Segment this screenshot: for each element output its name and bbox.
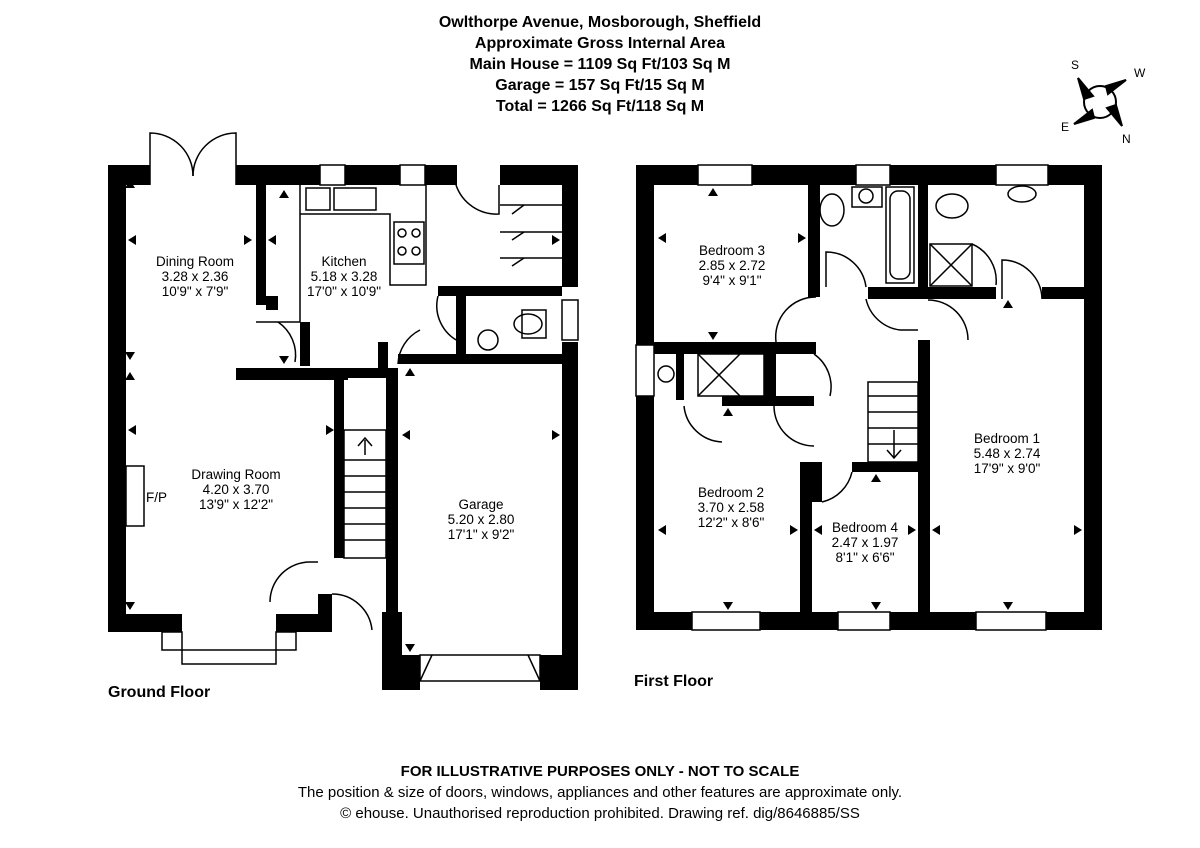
first-floor-details bbox=[657, 185, 1043, 503]
room-metric: 2.47 x 1.97 bbox=[831, 535, 899, 550]
room-imperial: 8'1" x 6'6" bbox=[835, 550, 895, 565]
ground-floor-arrows bbox=[125, 180, 560, 652]
compass-south-label: S bbox=[1071, 58, 1080, 72]
approximation-note: The position & size of doors, windows, a… bbox=[297, 784, 903, 801]
garage-area: Garage = 157 Sq Ft/15 Sq M bbox=[495, 77, 705, 94]
first-floor-arrows bbox=[658, 188, 1082, 610]
room-name: Kitchen bbox=[321, 254, 367, 269]
room-imperial: 17'1" x 9'2" bbox=[447, 527, 515, 542]
copyright-text: © ehouse. Unauthorised reproduction proh… bbox=[340, 805, 860, 822]
room-metric: 2.85 x 2.72 bbox=[698, 258, 766, 273]
room-name: Drawing Room bbox=[191, 467, 281, 482]
room-metric: 5.48 x 2.74 bbox=[973, 446, 1041, 461]
room-metric: 5.18 x 3.28 bbox=[310, 269, 378, 284]
room-bedroom-2: Bedroom 2 3.70 x 2.58 12'2" x 8'6" bbox=[698, 485, 765, 530]
room-imperial: 17'0" x 10'9" bbox=[306, 284, 382, 299]
room-name: Garage bbox=[458, 497, 504, 512]
floorplan-footer: FOR ILLUSTRATIVE PURPOSES ONLY - NOT TO … bbox=[0, 761, 1200, 824]
disclaimer-text: FOR ILLUSTRATIVE PURPOSES ONLY - NOT TO … bbox=[400, 763, 800, 780]
area-subtitle: Approximate Gross Internal Area bbox=[474, 35, 726, 52]
room-bedroom-1: Bedroom 1 5.48 x 2.74 17'9" x 9'0" bbox=[974, 431, 1041, 476]
ground-floor-label: Ground Floor bbox=[108, 684, 211, 701]
total-area: Total = 1266 Sq Ft/118 Sq M bbox=[495, 98, 705, 115]
room-name: Bedroom 4 bbox=[831, 520, 899, 535]
room-imperial: 9'4" x 9'1" bbox=[702, 273, 762, 288]
room-metric: 4.20 x 3.70 bbox=[202, 482, 270, 497]
room-name: Dining Room bbox=[155, 254, 235, 269]
first-floor-windows bbox=[635, 164, 1049, 631]
main-house-area: Main House = 1109 Sq Ft/103 Sq M bbox=[469, 56, 731, 73]
floorplan-header: Owlthorpe Avenue, Mosborough, Sheffield … bbox=[0, 12, 1200, 117]
room-imperial: 13'9" x 12'2" bbox=[198, 497, 274, 512]
compass-north-label: N bbox=[1122, 132, 1131, 146]
first-floor-label: First Floor bbox=[634, 673, 714, 690]
property-address: Owlthorpe Avenue, Mosborough, Sheffield bbox=[438, 14, 762, 31]
room-bedroom-3: Bedroom 3 2.85 x 2.72 9'4" x 9'1" bbox=[699, 243, 766, 288]
ground-floor-walls bbox=[108, 165, 578, 690]
room-metric: 3.28 x 2.36 bbox=[161, 269, 229, 284]
room-name: Bedroom 2 bbox=[697, 485, 765, 500]
room-metric: 3.70 x 2.58 bbox=[697, 500, 765, 515]
room-drawing: Drawing Room 4.20 x 3.70 13'9" x 12'2" bbox=[191, 467, 280, 512]
first-floor-walls bbox=[636, 165, 1102, 630]
room-imperial: 10'9" x 7'9" bbox=[161, 284, 229, 299]
room-kitchen: Kitchen 5.18 x 3.28 17'0" x 10'9" bbox=[307, 254, 381, 299]
ground-floor-details bbox=[125, 132, 562, 682]
compass-west-label: W bbox=[1134, 66, 1146, 80]
compass-east-label: E bbox=[1061, 120, 1070, 134]
room-name: Bedroom 1 bbox=[973, 431, 1041, 446]
room-name: Bedroom 3 bbox=[698, 243, 766, 258]
ground-floor-windows bbox=[161, 164, 579, 665]
room-garage: Garage 5.20 x 2.80 17'1" x 9'2" bbox=[448, 497, 515, 542]
fireplace-label: F/P bbox=[146, 490, 168, 505]
room-imperial: 17'9" x 9'0" bbox=[973, 461, 1041, 476]
room-bedroom-4: Bedroom 4 2.47 x 1.97 8'1" x 6'6" bbox=[832, 520, 899, 565]
room-imperial: 12'2" x 8'6" bbox=[697, 515, 765, 530]
compass-icon bbox=[1073, 77, 1127, 127]
room-dining: Dining Room 3.28 x 2.36 10'9" x 7'9" bbox=[156, 254, 234, 299]
room-metric: 5.20 x 2.80 bbox=[447, 512, 515, 527]
